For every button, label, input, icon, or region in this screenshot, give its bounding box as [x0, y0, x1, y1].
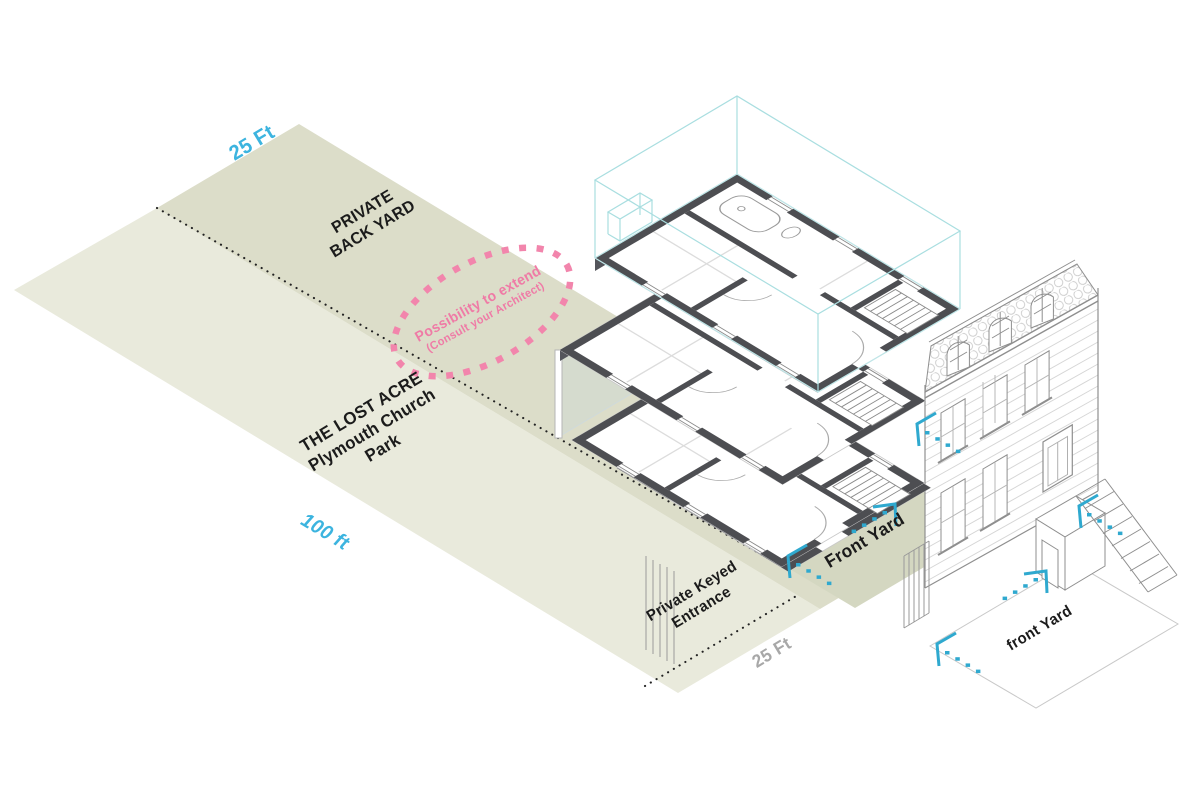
street-front-yard-parcel [929, 561, 1179, 709]
toilet [781, 226, 801, 239]
street-sliver [850, 522, 1042, 638]
park-parcel [14, 208, 820, 693]
entry-arrow-icon [851, 502, 898, 534]
front-fence-bars [903, 540, 930, 629]
parcel-boundary-dotted-lines [155, 206, 800, 688]
possible-extension-ellipse [390, 244, 574, 380]
bathtub-drain [737, 206, 746, 212]
entry-arrows [786, 411, 1123, 674]
entry-arrow-icon [1077, 493, 1123, 536]
entry-arrow-icon [935, 631, 981, 674]
floor-plan-top-floor [594, 173, 961, 393]
entry-arrow-icon [1002, 569, 1049, 601]
entry-arrow-icon [786, 543, 832, 586]
massing-wireframe-box [593, 95, 962, 393]
entry-arrow-icon [915, 411, 961, 454]
bathtub [719, 195, 781, 233]
garden-level-railing [645, 556, 675, 664]
